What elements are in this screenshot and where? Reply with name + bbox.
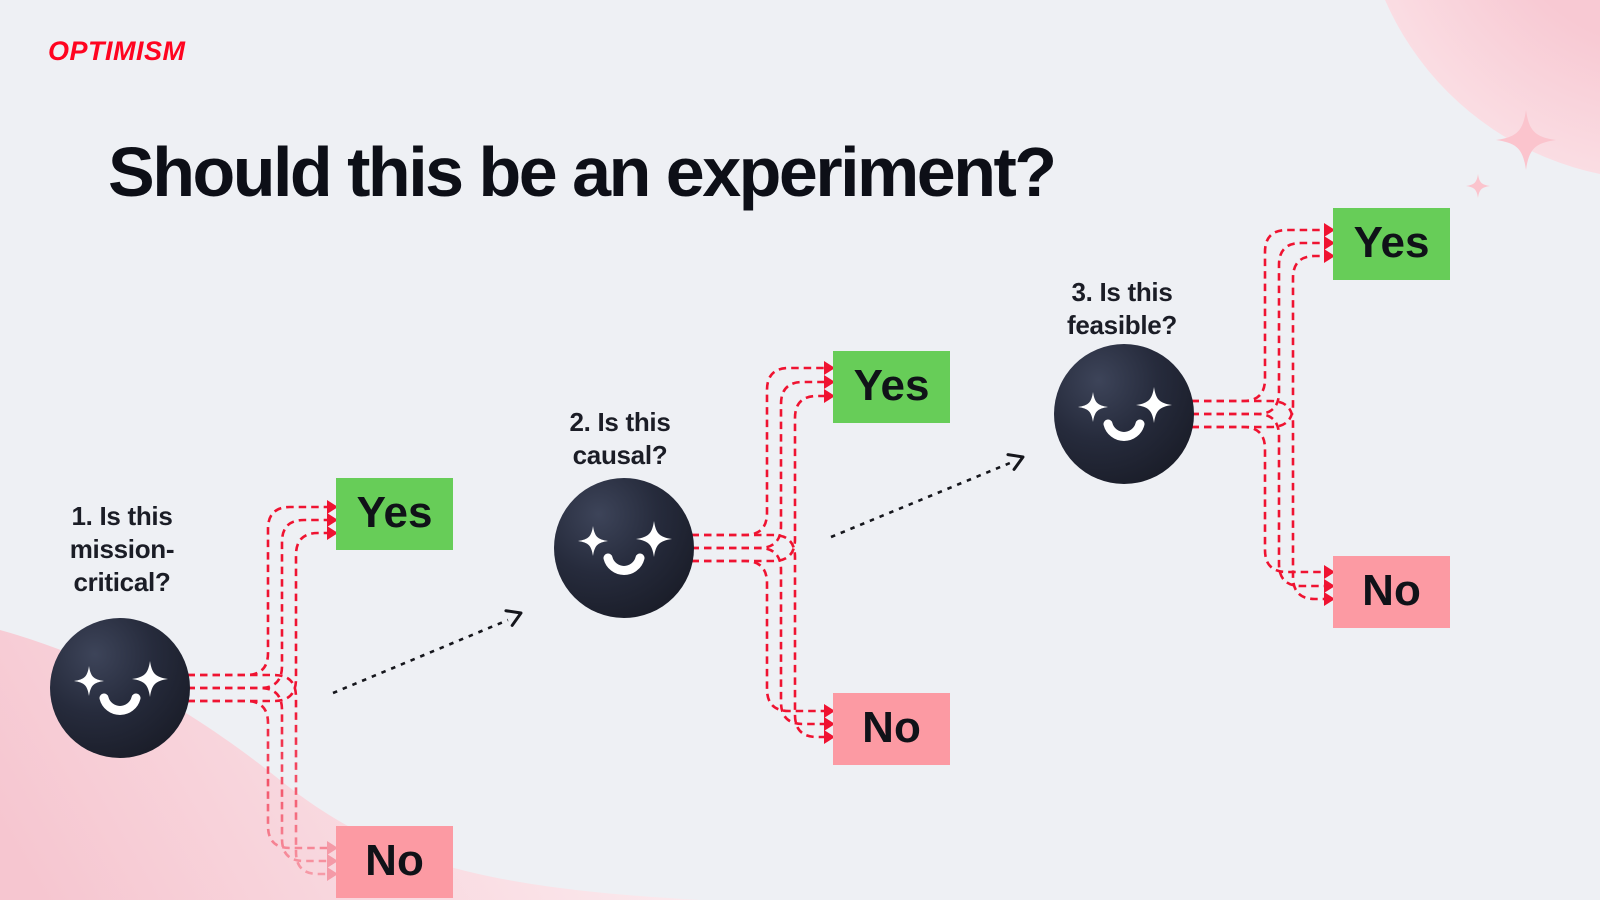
no-label: No: [365, 836, 424, 885]
no-label: No: [862, 703, 921, 752]
sparkle-face-icon: [74, 661, 168, 715]
question-line: mission-: [69, 534, 175, 564]
question-line: critical?: [73, 567, 171, 597]
node2-no-box: No: [833, 693, 950, 765]
node1-no-box: No: [336, 826, 453, 898]
node3-yes-box: Yes: [1333, 208, 1450, 280]
corner-blob-bottom-left: [0, 630, 700, 900]
node2-yes-arrows: [679, 361, 835, 563]
question-line: 3. Is this: [1071, 277, 1173, 307]
node1-circle: [50, 618, 190, 758]
node1-no-arrows: [175, 673, 338, 881]
node2-circle: [554, 478, 694, 618]
node2-question: 2. Is this causal?: [510, 406, 730, 472]
node2-no-arrows: [679, 533, 835, 744]
question-line: 1. Is this: [71, 501, 173, 531]
question-line: feasible?: [1066, 310, 1177, 340]
optimism-logo: OPTIMISM: [48, 36, 186, 66]
connector-node2-node3: [830, 453, 1025, 539]
node3-circle: [1054, 344, 1194, 484]
connector-node1-node2: [332, 609, 523, 695]
node1-yes-box: Yes: [336, 478, 453, 550]
sparkle-face-icon: [1078, 387, 1172, 441]
corner-blob-top-right: [1385, 0, 1600, 174]
sparkle-face-icon: [578, 521, 672, 575]
yes-label: Yes: [356, 488, 433, 537]
node1-question: 1. Is this mission- critical?: [12, 500, 232, 599]
node3-yes-arrows: [1179, 223, 1335, 429]
node2-yes-box: Yes: [833, 351, 950, 423]
yes-label: Yes: [1353, 218, 1430, 267]
node3-no-box: No: [1333, 556, 1450, 628]
no-label: No: [1362, 566, 1421, 615]
node3-no-arrows: [1179, 399, 1335, 606]
question-line: 2. Is this: [569, 407, 671, 437]
sparkle-icon: [1496, 110, 1556, 170]
sparkle-icon: [1466, 174, 1490, 198]
page-title: Should this be an experiment?: [108, 133, 1057, 211]
node3-question: 3. Is this feasible?: [1012, 276, 1232, 342]
question-line: causal?: [572, 440, 668, 470]
yes-label: Yes: [853, 361, 930, 410]
